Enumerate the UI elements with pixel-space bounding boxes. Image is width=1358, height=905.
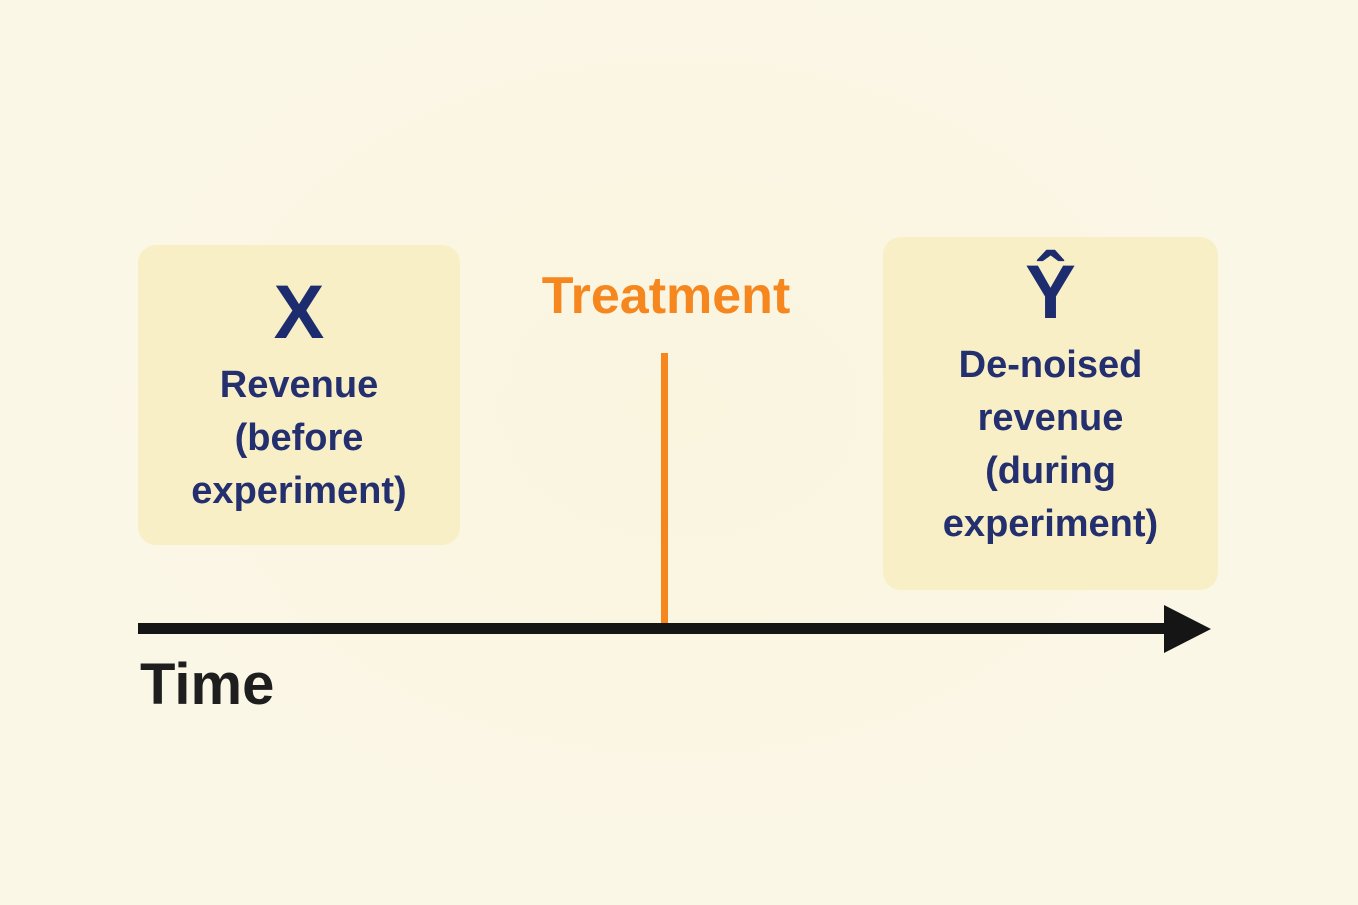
arrowhead-icon	[1164, 605, 1211, 653]
before-label-line: experiment)	[191, 469, 407, 512]
after-label-line: (during	[985, 449, 1116, 492]
after-symbol-y-hat: Ŷ	[1025, 250, 1076, 335]
before-label-line: (before	[234, 416, 364, 459]
treatment-label: Treatment	[541, 267, 791, 325]
after-experiment-box: Ŷ De-noised revenue (during experiment)	[883, 237, 1218, 590]
time-axis-label: Time	[140, 652, 275, 717]
time-axis-line	[138, 623, 1170, 634]
before-symbol-x: X	[273, 270, 325, 355]
before-box-label: Revenue (before experiment)	[191, 359, 406, 518]
before-experiment-box: X Revenue (before experiment)	[138, 245, 460, 545]
after-label-line: revenue	[977, 396, 1124, 439]
after-label-line: De-noised	[958, 343, 1143, 386]
treatment-marker-line	[661, 353, 668, 626]
after-label-line: experiment)	[942, 502, 1159, 545]
before-label-line: Revenue	[219, 363, 379, 406]
after-box-label: De-noised revenue (during experiment)	[943, 339, 1158, 551]
